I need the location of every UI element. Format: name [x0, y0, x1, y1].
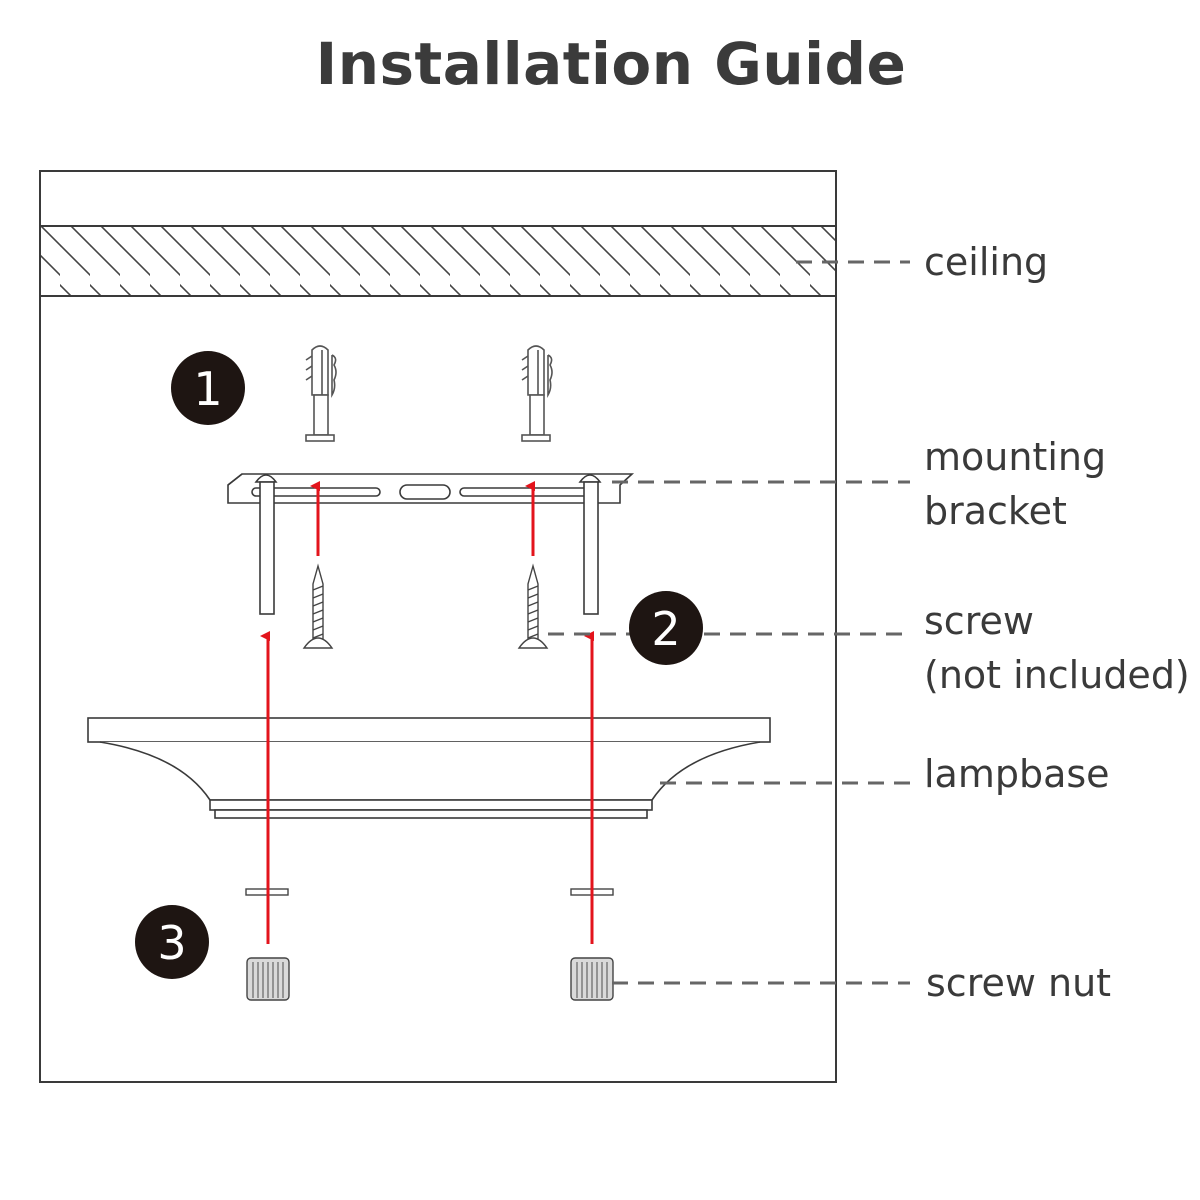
step-badge-1: 1 — [171, 351, 245, 425]
step-number-1: 1 — [193, 362, 222, 416]
diagram-frame — [39, 170, 837, 1083]
screw-right — [517, 563, 549, 649]
step-badge-3: 3 — [135, 905, 209, 979]
leader-lines — [548, 260, 910, 985]
step-badge-2: 2 — [629, 591, 703, 665]
label-not-included: (not included) — [924, 653, 1190, 697]
step-number-2: 2 — [651, 602, 680, 656]
label-mounting: mounting — [924, 435, 1106, 479]
wall-anchor-left — [305, 345, 337, 442]
page-title: Installation Guide — [315, 30, 907, 98]
screw-nut-left — [246, 957, 290, 1001]
mounting-bracket — [227, 473, 635, 615]
arrows — [260, 481, 594, 944]
label-ceiling: ceiling — [924, 240, 1048, 284]
wall-anchor-right — [521, 345, 553, 442]
label-screw: screw — [924, 599, 1034, 643]
step-number-3: 3 — [157, 916, 186, 970]
label-lampbase: lampbase — [924, 752, 1110, 796]
label-screw-nut: screw nut — [926, 961, 1111, 1005]
lampbase — [87, 717, 771, 819]
screw-left — [302, 563, 334, 649]
label-bracket: bracket — [924, 489, 1067, 533]
ceiling-band — [39, 225, 837, 297]
screw-nut-right — [570, 957, 614, 1001]
